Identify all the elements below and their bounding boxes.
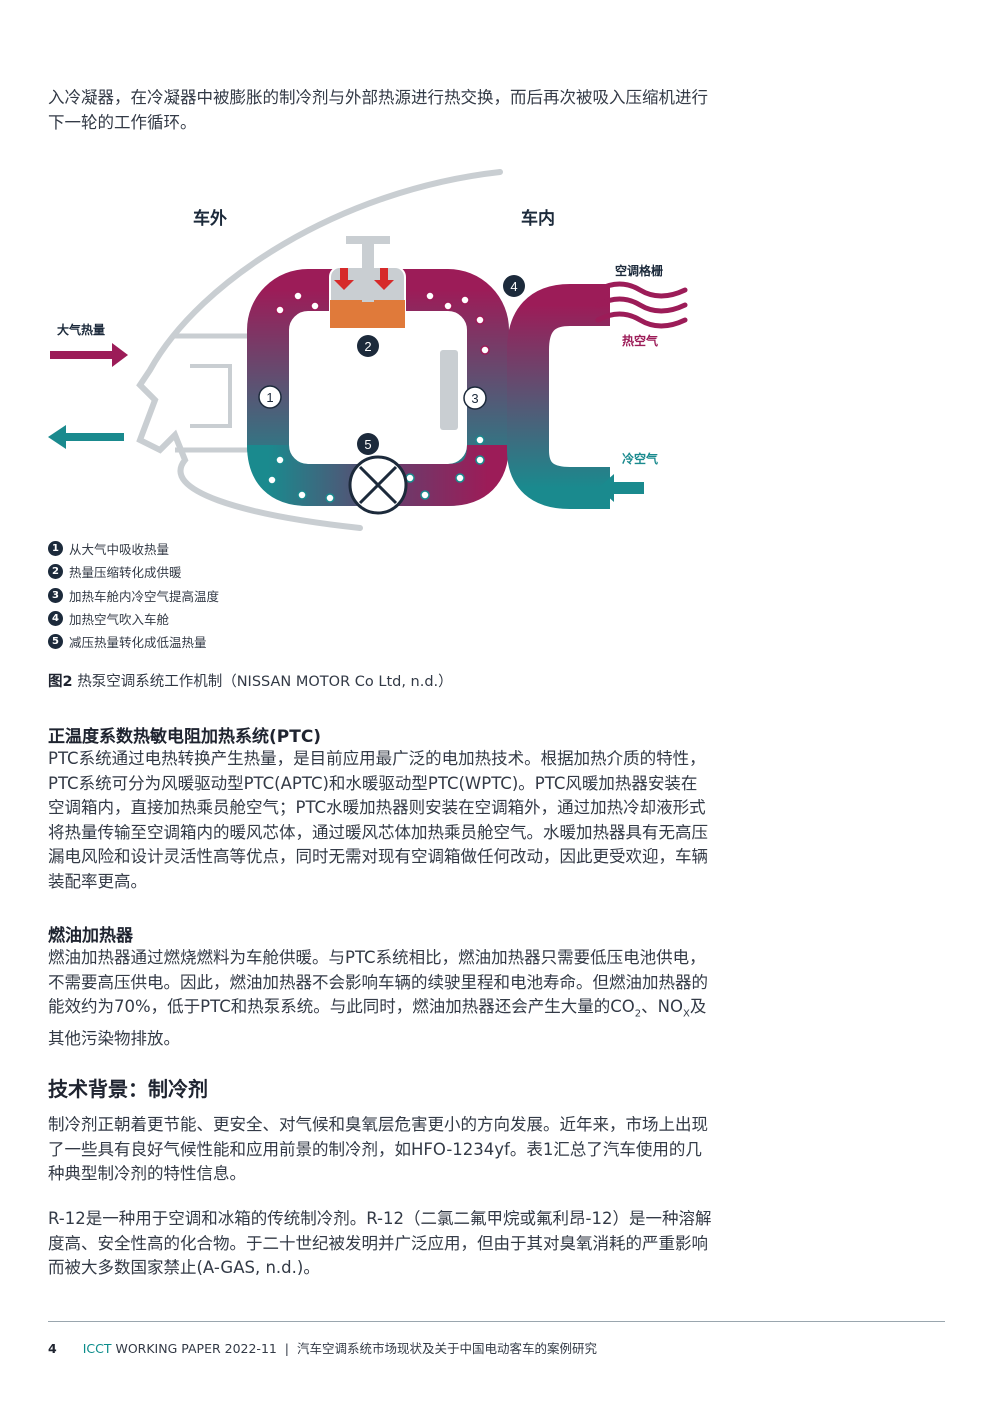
label-vent: 空调格栅 bbox=[615, 263, 663, 278]
marker-2: 2 bbox=[357, 335, 379, 357]
marker-3: 3 bbox=[463, 386, 487, 410]
tech-para-1: 制冷剂正朝着更节能、更安全、对气候和臭氧层危害更小的方向发展。近年来，市场上出现… bbox=[48, 1115, 708, 1184]
tech-heading: 技术背景：制冷剂 bbox=[48, 1077, 208, 1101]
refrigerant-bubbles-lower bbox=[267, 435, 485, 503]
marker-4: 4 bbox=[503, 275, 525, 297]
footer-separator: | bbox=[276, 1341, 297, 1356]
footer-series: WORKING PAPER 2022-11 bbox=[111, 1341, 277, 1356]
car-windshield-outline bbox=[136, 169, 503, 531]
fuel-heater-body: 燃油加热器通过燃烧燃料为车舱供暖。与PTC系统相比，燃油加热器只需要低压电池供电… bbox=[48, 948, 708, 1049]
condenser-fins bbox=[440, 350, 458, 430]
label-inside: 车内 bbox=[521, 208, 555, 229]
label-hot-air: 热空气 bbox=[622, 333, 658, 348]
label-outside: 车外 bbox=[193, 208, 227, 229]
footer-title: 汽车空调系统市场现状及关于中国电动客车的案例研究 bbox=[296, 1341, 597, 1356]
svg-text:1: 1 bbox=[266, 390, 273, 405]
ptc-body: PTC系统通过电热转换产生热量，是目前应用最广泛的电加热技术。根据加热介质的特性… bbox=[48, 749, 708, 891]
svg-text:3: 3 bbox=[471, 391, 478, 406]
heat-pump-diagram: 1 2 3 4 5 车外 车内 大气热量 空调格栅 热空气 冷空气 bbox=[48, 169, 688, 531]
figure-caption: 图2 热泵空调系统工作机制（NISSAN MOTOR Co Ltd, n.d.） bbox=[48, 674, 453, 690]
cold-air-arrow bbox=[598, 474, 644, 502]
footer-divider bbox=[48, 1321, 945, 1322]
label-ambient-heat: 大气热量 bbox=[57, 322, 105, 337]
car-grille-outline bbox=[190, 364, 232, 428]
refrigerant-bubbles bbox=[275, 291, 490, 355]
marker-5: 5 bbox=[357, 433, 379, 455]
compressor-plate bbox=[330, 300, 405, 328]
label-cold-air: 冷空气 bbox=[622, 451, 658, 466]
page-number: 4 bbox=[48, 1341, 57, 1356]
svg-text:4: 4 bbox=[510, 279, 517, 294]
svg-text:2: 2 bbox=[364, 339, 371, 354]
ptc-heading: 正温度系数热敏电阻加热系统(PTC) bbox=[48, 727, 322, 747]
marker-1: 1 bbox=[258, 385, 282, 409]
car-bumper-outline bbox=[175, 333, 253, 453]
intro-paragraph: 入冷凝器，在冷凝器中被膨胀的制冷剂与外部热源进行热交换，而后再次被吸入压缩机进行… bbox=[48, 88, 708, 132]
compression-arrows bbox=[334, 268, 394, 290]
fuel-heater-heading: 燃油加热器 bbox=[48, 926, 133, 946]
tech-para-2: R-12是一种用于空调和冰箱的传统制冷剂。R-12（二氯二氟甲烷或氟利昂-12）… bbox=[48, 1209, 712, 1278]
page-footer: 4 ICCT WORKING PAPER 2022-11 | 汽车空调系统市场现状… bbox=[48, 1338, 597, 1357]
footer-org: ICCT bbox=[82, 1341, 112, 1356]
svg-text:5: 5 bbox=[364, 437, 371, 452]
air-duct bbox=[507, 284, 610, 509]
hot-air-waves bbox=[595, 281, 688, 329]
ambient-heat-arrow bbox=[50, 343, 128, 367]
outflow-arrow bbox=[48, 425, 124, 449]
